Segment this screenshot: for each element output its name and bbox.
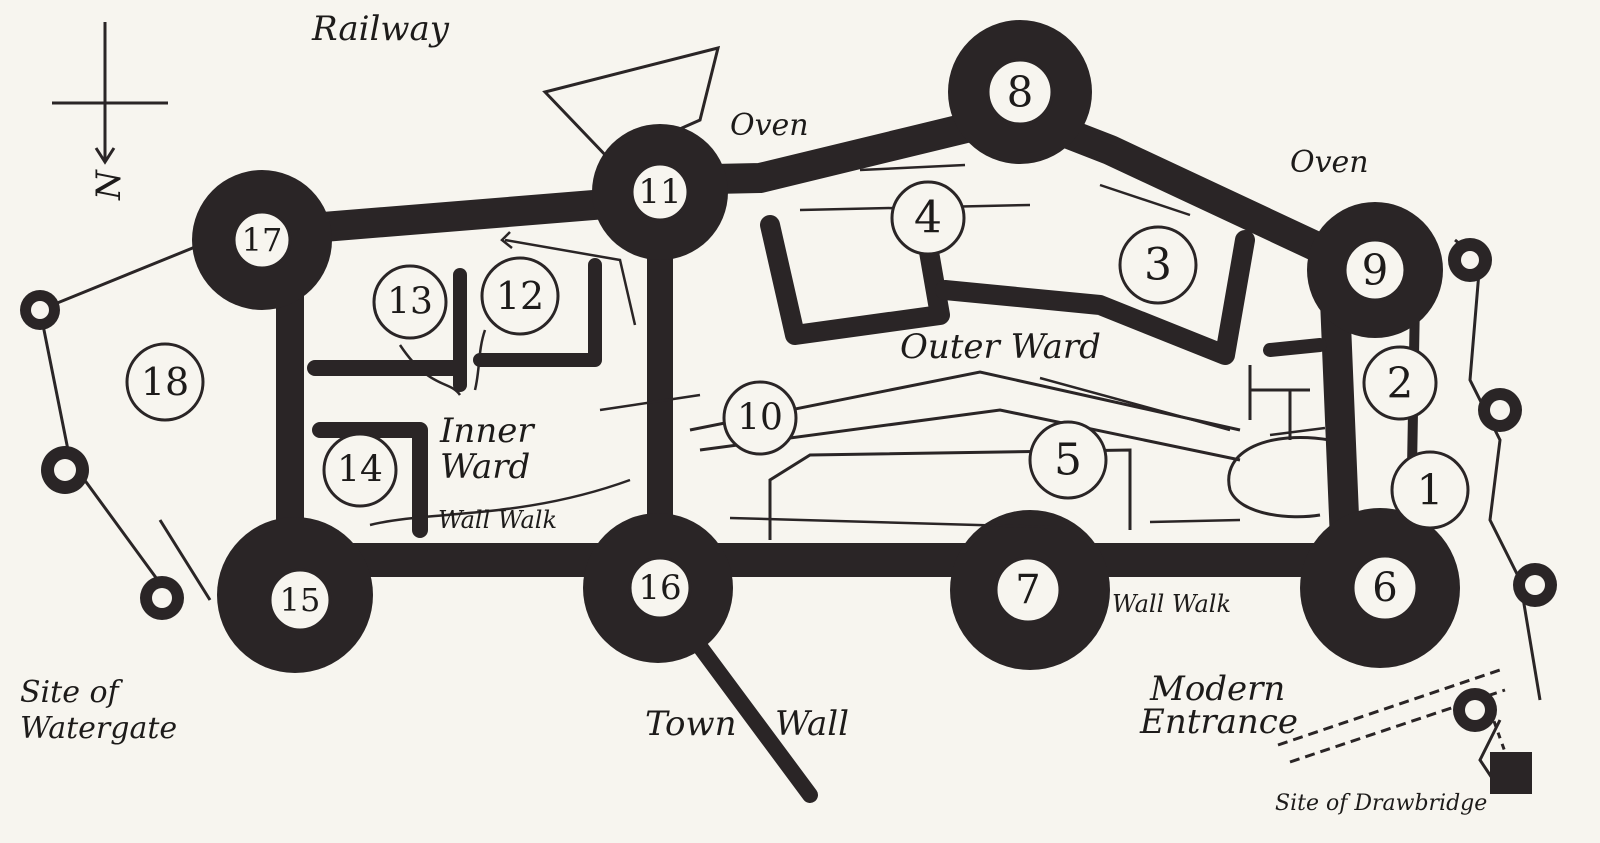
marker-3: 3 bbox=[1118, 225, 1198, 305]
marker-16: 16 bbox=[628, 556, 692, 620]
svg-text:10: 10 bbox=[737, 398, 783, 439]
label-wall: Wall bbox=[775, 704, 849, 744]
svg-text:7: 7 bbox=[1015, 567, 1040, 613]
label-inner-ward-1: Inner bbox=[439, 411, 535, 451]
svg-text:14: 14 bbox=[337, 450, 383, 491]
svg-text:16: 16 bbox=[638, 568, 681, 608]
label-watergate-2: Watergate bbox=[20, 711, 177, 746]
marker-13: 13 bbox=[372, 264, 448, 340]
label-wall-walk-inner: Wall Walk bbox=[438, 506, 557, 534]
label-inner-ward-2: Ward bbox=[440, 447, 530, 487]
label-oven-north: Oven bbox=[730, 108, 809, 143]
label-oven-east: Oven bbox=[1290, 145, 1369, 180]
marker-2: 2 bbox=[1362, 345, 1438, 421]
marker-12: 12 bbox=[480, 256, 560, 336]
marker-9: 9 bbox=[1343, 238, 1407, 302]
drawbridge-block bbox=[1490, 752, 1532, 794]
marker-17: 17 bbox=[232, 210, 292, 270]
label-modern-1: Modern bbox=[1149, 669, 1285, 709]
svg-text:18: 18 bbox=[141, 360, 189, 404]
label-wall-walk-outer: Wall Walk bbox=[1112, 590, 1231, 618]
svg-text:2: 2 bbox=[1387, 359, 1414, 408]
number-labels: 1 2 3 4 5 6 7 8 9 10 11 12 13 14 15 16 1… bbox=[125, 58, 1470, 632]
label-watergate-1: Site of bbox=[20, 675, 124, 710]
label-modern-2: Entrance bbox=[1139, 702, 1298, 742]
svg-text:15: 15 bbox=[280, 581, 321, 619]
text-labels: Railway Oven Oven Outer Ward Inner Ward … bbox=[20, 9, 1487, 816]
label-outer-ward: Outer Ward bbox=[900, 327, 1101, 367]
label-town: Town bbox=[645, 704, 737, 744]
marker-14: 14 bbox=[322, 432, 398, 508]
marker-15: 15 bbox=[268, 568, 332, 632]
marker-4: 4 bbox=[890, 180, 966, 256]
marker-1: 1 bbox=[1390, 450, 1470, 530]
marker-11: 11 bbox=[630, 162, 690, 222]
marker-8: 8 bbox=[986, 58, 1054, 126]
svg-text:6: 6 bbox=[1372, 565, 1397, 611]
marker-10: 10 bbox=[722, 380, 798, 456]
svg-text:9: 9 bbox=[1362, 246, 1389, 295]
marker-18: 18 bbox=[125, 342, 205, 422]
svg-text:12: 12 bbox=[496, 274, 544, 318]
svg-text:3: 3 bbox=[1144, 240, 1172, 291]
svg-text:1: 1 bbox=[1417, 466, 1444, 515]
north-arrow-icon bbox=[52, 22, 168, 165]
svg-text:17: 17 bbox=[242, 221, 283, 259]
svg-text:8: 8 bbox=[1007, 68, 1034, 117]
label-railway: Railway bbox=[311, 9, 450, 49]
marker-7: 7 bbox=[994, 556, 1062, 624]
marker-5: 5 bbox=[1028, 420, 1108, 500]
marker-6: 6 bbox=[1351, 554, 1419, 622]
svg-text:13: 13 bbox=[387, 282, 433, 323]
svg-text:4: 4 bbox=[914, 193, 942, 244]
north-letter: N bbox=[89, 169, 129, 201]
svg-text:11: 11 bbox=[638, 172, 681, 212]
label-drawbridge: Site of Drawbridge bbox=[1275, 791, 1487, 816]
svg-text:5: 5 bbox=[1054, 435, 1082, 486]
